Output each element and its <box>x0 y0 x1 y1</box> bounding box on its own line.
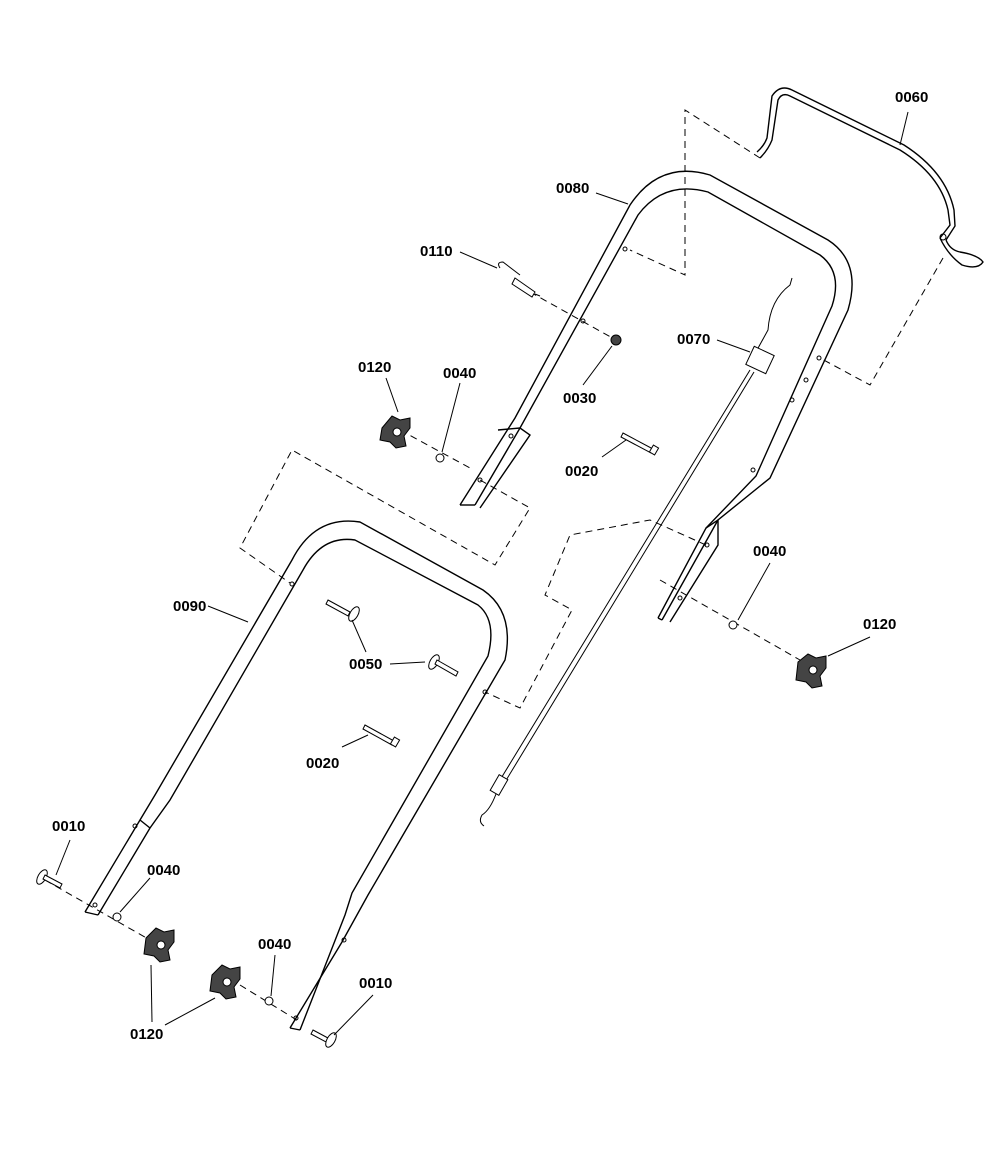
bolt-0050-b <box>428 654 459 677</box>
bolt-0010-a <box>36 869 63 889</box>
nut-0030 <box>610 334 622 346</box>
label-0110: 0110 <box>420 243 453 260</box>
washer-0040-a <box>435 453 445 463</box>
washer-0040-b <box>728 620 738 630</box>
label-0020-a: 0020 <box>565 463 598 480</box>
pin-0020-lower <box>362 724 401 748</box>
label-0080: 0080 <box>556 180 589 197</box>
label-0040-d: 0040 <box>258 936 291 953</box>
label-0040-c: 0040 <box>147 862 180 879</box>
knob-0120-d <box>209 964 241 1000</box>
label-0040-a: 0040 <box>443 365 476 382</box>
upper-handle-0080 <box>459 170 853 623</box>
label-0010-a: 0010 <box>52 818 85 835</box>
knob-0120-c <box>143 927 175 963</box>
lower-handle-0090 <box>84 520 509 1031</box>
label-0070: 0070 <box>677 331 710 348</box>
dashed-assembly-lines <box>44 109 944 1023</box>
label-0040-b: 0040 <box>753 543 786 560</box>
bolt-0010-b <box>310 1029 337 1048</box>
washer-0040-c <box>112 912 122 922</box>
label-0120-c: 0120 <box>130 1026 163 1043</box>
control-cable-0070 <box>479 277 793 827</box>
label-0090: 0090 <box>173 598 206 615</box>
label-0010-b: 0010 <box>359 975 392 992</box>
knob-0120-b <box>795 653 827 689</box>
label-leaders <box>55 111 909 1036</box>
label-0060: 0060 <box>895 89 928 106</box>
pin-0020-upper <box>620 432 660 456</box>
label-0030: 0030 <box>563 390 596 407</box>
washer-0040-d <box>264 996 274 1006</box>
label-0050: 0050 <box>349 656 382 673</box>
label-0120-a: 0120 <box>358 359 391 376</box>
control-bar-0060 <box>756 87 984 268</box>
clip-0110 <box>498 261 541 298</box>
label-0020-b: 0020 <box>306 755 339 772</box>
label-0120-b: 0120 <box>863 616 896 633</box>
bolt-0050-a <box>325 599 360 622</box>
knob-0120-a <box>379 415 411 449</box>
